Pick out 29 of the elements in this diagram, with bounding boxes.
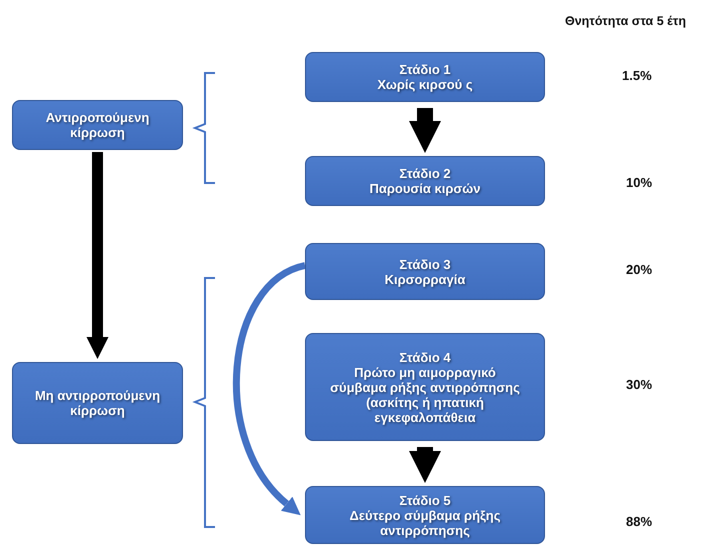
stage-text: Κιρσορραγία <box>384 272 466 286</box>
stage-heading: Στάδιο 4 <box>399 350 451 364</box>
mortality-value: 1.5% <box>622 68 652 83</box>
stage-heading: Στάδιο 3 <box>399 256 451 272</box>
arrow <box>233 262 306 517</box>
stage-text: Δεύτερο σύμβαμα ρήξης αντιρρόπησης <box>348 508 502 538</box>
stage-heading: Στάδιο 1 <box>399 62 451 77</box>
stage-box <box>305 156 545 206</box>
mortality-value: 20% <box>626 262 652 277</box>
stage-box <box>305 52 545 102</box>
stage-box <box>305 486 545 544</box>
arrow <box>409 108 441 153</box>
stage-text: Χωρίς κιρσού ς <box>377 77 473 92</box>
stage-box <box>305 243 545 300</box>
arrow <box>86 152 108 359</box>
arrow <box>409 447 441 483</box>
stage-box <box>12 100 183 150</box>
stage-heading: Στάδιο 5 <box>399 492 451 508</box>
stage-heading: Στάδιο 2 <box>399 166 451 181</box>
stage-box <box>305 333 545 441</box>
stage-text: Πρώτο μη αιμορραγικό σύμβαμα ρήξης αντιρρόπησης (ασκίτης ή ηπατική εγκεφαλοπάθεια <box>329 364 521 424</box>
mortality-value: 30% <box>626 377 652 392</box>
stage-box <box>12 362 183 444</box>
column-heading: Θνητότητα στα 5 έτη <box>565 14 686 28</box>
stage-text: Παρουσία κιρσών <box>369 181 481 196</box>
mortality-value: 10% <box>626 175 652 190</box>
mortality-value: 88% <box>626 514 652 529</box>
stage-text: Μη αντιρροπούμενη κίρρωση <box>34 388 162 418</box>
stage-text: Αντιρροπούμενη κίρρωση <box>44 110 150 140</box>
